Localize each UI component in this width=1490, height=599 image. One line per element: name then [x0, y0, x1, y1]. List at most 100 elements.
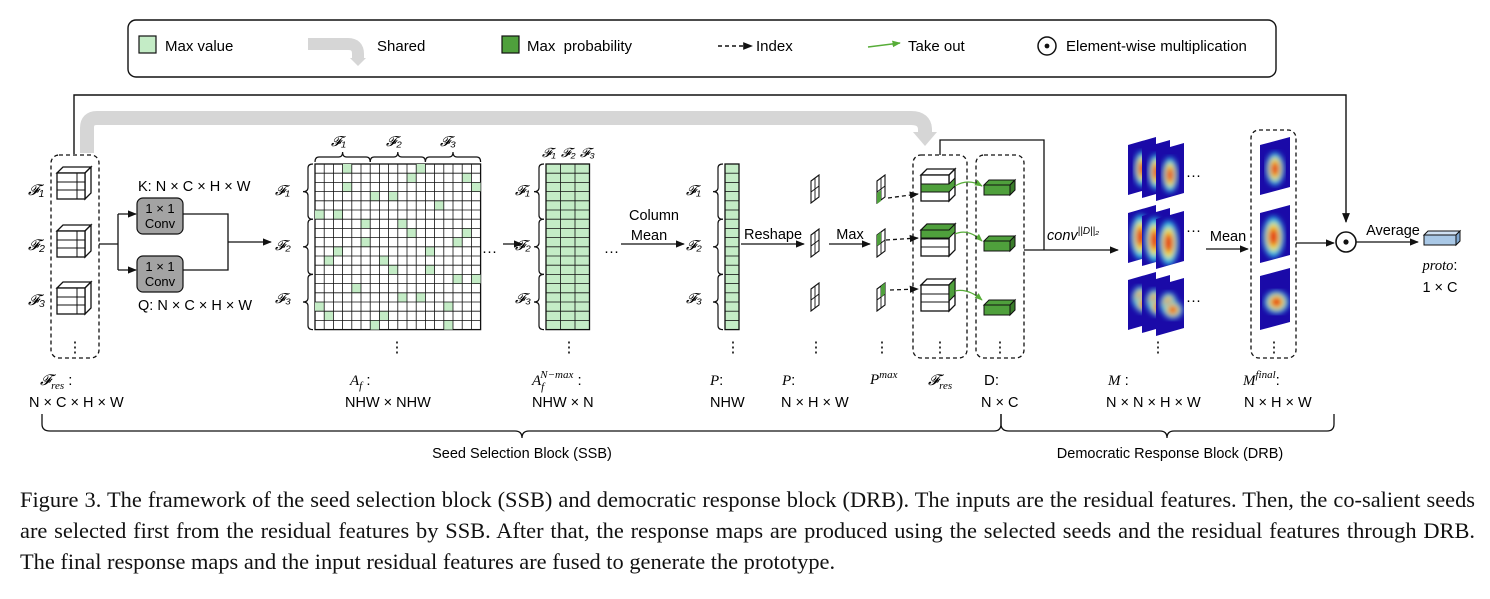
- p-reshaped-vdots: ⋮: [809, 339, 824, 356]
- residual-skip-connection: [73, 94, 1350, 223]
- af-f3-top: 𝓕₃: [440, 133, 456, 149]
- column-label: Column: [629, 208, 679, 224]
- p-max-1: [876, 174, 886, 204]
- mfinal-dim: N × H × W: [1244, 395, 1312, 411]
- feature-cube-2: [56, 224, 92, 258]
- conv-k-line1: 1 × 1: [145, 201, 174, 216]
- shared-arrow-head: [913, 132, 937, 146]
- affinity-matrix: [302, 151, 482, 331]
- conv-norm-label: conv||D||₂: [1047, 226, 1099, 244]
- max-probability-swatch: [501, 35, 520, 54]
- max-label: Max: [836, 227, 864, 243]
- proto-label: proto:: [1422, 258, 1458, 274]
- p-reshaped-2: [810, 228, 820, 258]
- fres-dim: N × C × H × W: [29, 395, 124, 411]
- af-f2-top: 𝓕₂: [386, 133, 402, 149]
- average-label: Average: [1366, 223, 1420, 239]
- m-dots-1: ···: [1186, 167, 1201, 184]
- seed-feature-cube-1: [920, 168, 956, 202]
- af-dots-right: ···: [482, 243, 497, 260]
- seeds-d-box: [975, 154, 1025, 359]
- af-f2-left: 𝓕₂: [275, 237, 291, 253]
- proto-dim: 1 × C: [1422, 280, 1457, 296]
- figure-caption: Figure 3. The framework of the seed sele…: [20, 487, 1475, 574]
- mfinal-label: Mfinal:: [1242, 369, 1280, 389]
- mfinal-vdots: ⋮: [1267, 339, 1282, 356]
- conv-q-label: Q: N × C × H × W: [138, 298, 252, 314]
- legend-box: [127, 19, 1277, 78]
- p-vdots: ⋮: [726, 339, 741, 356]
- af-f3-left: 𝓕₃: [275, 290, 291, 306]
- feature-cube-1: [56, 166, 92, 200]
- framework-diagram: Max value Shared Max probability Index T…: [28, 19, 1462, 462]
- final-response-maps: [1260, 137, 1290, 330]
- p-reshaped-3: [810, 282, 820, 312]
- p-max-2: [876, 228, 886, 258]
- input-vdots: ⋮: [68, 339, 83, 356]
- d-label: D:: [984, 372, 999, 389]
- legend-shared: Shared: [377, 38, 425, 55]
- input-f2-label: 𝓕₂: [28, 237, 45, 254]
- m-dots-3: ···: [1186, 292, 1201, 309]
- nmax-f3-top: 𝓕₃: [580, 145, 595, 160]
- anmax-dim: NHW × N: [532, 395, 594, 411]
- input-features-box: [50, 154, 100, 359]
- input-f3-label: 𝓕₃: [28, 292, 45, 309]
- p-max-vdots: ⋮: [875, 339, 890, 356]
- legend-take-out: Take out: [908, 38, 966, 55]
- fres2-label: 𝓕res: [928, 373, 952, 392]
- final-maps-box: [1250, 129, 1297, 359]
- nmax-f2-top: 𝓕₂: [561, 145, 576, 160]
- p1-label: P:: [709, 372, 723, 389]
- nmax-dots-right: ···: [604, 243, 619, 260]
- af-label: Af :: [349, 372, 371, 392]
- af-dim: NHW × NHW: [345, 395, 431, 411]
- nmax-vdots: ⋮: [562, 339, 577, 356]
- af-f1-top: 𝓕₁: [331, 133, 346, 149]
- nmax-f3-left: 𝓕₃: [515, 290, 531, 306]
- seed-d-1: [983, 179, 1016, 196]
- af-f1-left: 𝓕₁: [275, 182, 290, 198]
- p-f1-left: 𝓕₁: [686, 182, 701, 198]
- p2-label: P:: [781, 372, 795, 389]
- drb-label: Democratic Response Block (DRB): [1057, 446, 1283, 462]
- m-label: M :: [1107, 372, 1129, 389]
- d-dim: N × C: [981, 395, 1018, 411]
- legend-index: Index: [756, 38, 793, 55]
- n-max-matrix: [533, 163, 591, 331]
- prototype-vector: [1422, 229, 1462, 247]
- anmax-label: AfN−max :: [531, 369, 582, 393]
- shared-arrow: [80, 111, 932, 153]
- d-vdots: ⋮: [993, 339, 1008, 356]
- legend-max-value: Max value: [165, 38, 233, 55]
- p1-dim: NHW: [710, 395, 745, 411]
- reshape-label: Reshape: [744, 227, 802, 243]
- conv-q-line2: Conv: [145, 274, 176, 289]
- p-f3-left: 𝓕₃: [686, 290, 702, 306]
- seed-d-3: [983, 299, 1016, 316]
- take-out-arrow-icon: [867, 40, 901, 48]
- nmax-f2-left: 𝓕₂: [515, 237, 531, 253]
- m-dim: N × N × H × W: [1106, 395, 1201, 411]
- conv-k-line2: Conv: [145, 216, 176, 231]
- conv-q-box: [136, 255, 184, 293]
- nmax-f1-left: 𝓕₁: [515, 182, 530, 198]
- seed-d-2: [983, 235, 1016, 252]
- conv-k-label: K: N × C × H × W: [138, 179, 251, 195]
- seed-vdots: ⋮: [933, 339, 948, 356]
- mean2-label: Mean: [1210, 229, 1246, 245]
- pmax-label: Pmax: [869, 369, 898, 388]
- p-f2-left: 𝓕₂: [686, 237, 702, 253]
- shared-arrow-head-icon: [350, 58, 366, 66]
- input-f1-label: 𝓕₁: [28, 182, 45, 199]
- legend-max-probability: Max probability: [527, 38, 633, 55]
- conv-k-box: [136, 197, 184, 235]
- nmax-f1-top: 𝓕₁: [542, 145, 556, 160]
- ssb-label: Seed Selection Block (SSB): [432, 446, 612, 462]
- seed-feature-cube-3: [920, 277, 956, 312]
- p-max-3: [876, 282, 886, 312]
- mean-label: Mean: [631, 228, 667, 244]
- response-maps: [1128, 137, 1184, 336]
- conv-q-line1: 1 × 1: [145, 259, 174, 274]
- af-vdots: ⋮: [390, 339, 405, 356]
